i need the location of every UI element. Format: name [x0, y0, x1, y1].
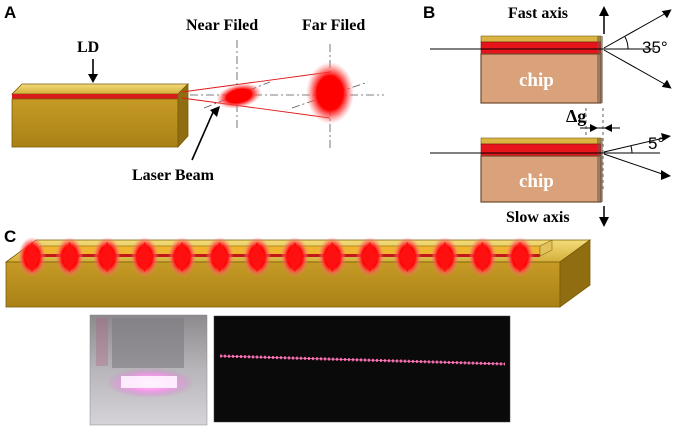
emitter	[98, 242, 117, 272]
emitter	[248, 242, 267, 272]
near-field-spot	[216, 83, 262, 109]
fast-ray-up	[603, 11, 669, 49]
slow-axis-arrow-head	[599, 217, 609, 227]
chip-bottom-label: chip	[519, 171, 554, 192]
gap-label: Δg	[566, 106, 586, 126]
far-field-cross	[291, 81, 369, 109]
fast-axis-label: Fast axis	[508, 5, 568, 22]
beam-edge-bottom	[181, 97, 331, 119]
fast-axis-arrow-head	[599, 6, 609, 16]
fast-angle-label: 35°	[642, 38, 668, 57]
emitter	[210, 242, 229, 272]
emitter	[60, 242, 79, 272]
slow-ray-down-head	[661, 170, 671, 180]
emitter	[360, 242, 379, 272]
emitter	[473, 242, 492, 272]
slow-axis-label: Slow axis	[506, 209, 570, 226]
far-field-spot	[306, 62, 354, 124]
far-field-label: Far Filed	[302, 17, 365, 34]
emitter-array	[18, 237, 534, 277]
laser-diode-block	[11, 83, 189, 149]
gap-arrow-left	[604, 124, 612, 132]
chip-bottom	[480, 137, 603, 203]
laser-beam-arrow	[191, 109, 215, 161]
beam-edge-top	[181, 71, 331, 93]
slow-angle-arc	[630, 145, 633, 154]
fast-angle-arc	[624, 36, 629, 50]
slow-angle-label: 5°	[648, 134, 664, 153]
emitter	[511, 242, 529, 272]
gap-arrow-right	[590, 124, 598, 132]
chip-top-label: chip	[519, 70, 554, 91]
emitter	[398, 242, 417, 272]
emitter	[435, 242, 454, 272]
panel-b-label: B	[423, 3, 435, 22]
panel-c-label: C	[4, 227, 16, 246]
photo-left	[89, 314, 208, 426]
ld-arrow-head	[88, 74, 98, 83]
slow-ray-up	[603, 136, 669, 153]
laser-beam-arrow-head	[210, 106, 220, 117]
emitter	[285, 242, 304, 272]
emitter	[323, 242, 342, 272]
slow-ray-down	[603, 153, 669, 177]
ld-label: LD	[77, 39, 99, 56]
fast-ray-up-head	[661, 9, 672, 19]
photo-right	[213, 315, 511, 423]
fast-ray-down-head	[661, 79, 672, 89]
emitter	[23, 242, 41, 272]
laser-beam-label: Laser Beam	[132, 167, 215, 184]
panel-a-label: A	[4, 3, 16, 22]
slow-ray-up-head	[661, 133, 671, 141]
emitter	[135, 242, 154, 272]
chip-top	[480, 35, 603, 104]
emitter	[173, 242, 192, 272]
fast-ray-down	[603, 49, 669, 87]
near-field-label: Near Filed	[186, 17, 258, 34]
